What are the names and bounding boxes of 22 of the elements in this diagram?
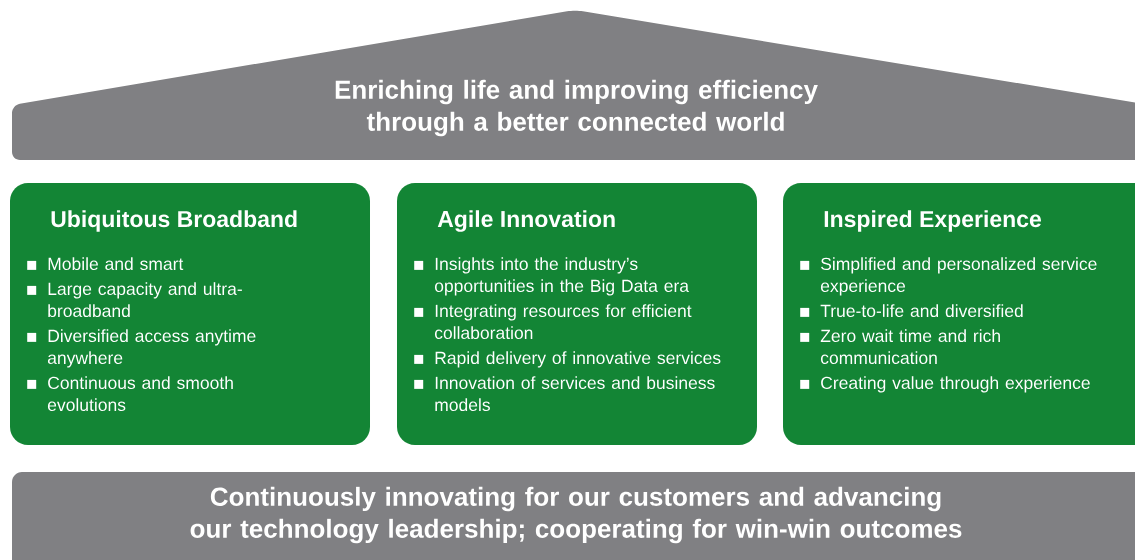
bullet-item: Diversified access anytime anywhere: [27, 329, 256, 368]
bullet-item: Zero wait time and rich communication: [800, 329, 1000, 365]
roof-banner: [12, 10, 1135, 160]
bullet-item: Integrating resources for efficient collaboration: [414, 304, 692, 340]
bullet-item: Mobile and smart: [27, 257, 184, 271]
bullet-item: Rapid delivery of innovative services: [414, 351, 721, 368]
card-heading: Agile Innovation: [437, 210, 615, 232]
bullet-item: Large capacity and ultra-broadband: [27, 282, 242, 318]
bullet-item: Innovation of services and business models: [414, 376, 715, 412]
heading: Continuously innovating for our customers and advancing our technology leadership; cooperating for win-win outcomes: [190, 486, 962, 544]
bullet-item: True-to-life and diversified: [800, 304, 1023, 318]
pillar-card: [10, 183, 370, 445]
heading: Enriching life and improving efficiency through a better connected world: [335, 79, 818, 137]
bullet-item: Simplified and personalized service experience: [800, 257, 1097, 296]
bullet-item: Creating value through experience: [800, 376, 1090, 393]
bullet-item: Insights into the industry’s opportunities in the Big Data era: [414, 257, 690, 296]
footer-band: [12, 472, 1135, 560]
card-heading: Inspired Experience: [824, 210, 1041, 232]
pillar-card: [397, 183, 757, 445]
pillar-card: [783, 183, 1135, 445]
bullet-item: Continuous and smooth evolutions: [27, 376, 233, 412]
card-heading: Ubiquitous Broadband: [51, 210, 297, 232]
